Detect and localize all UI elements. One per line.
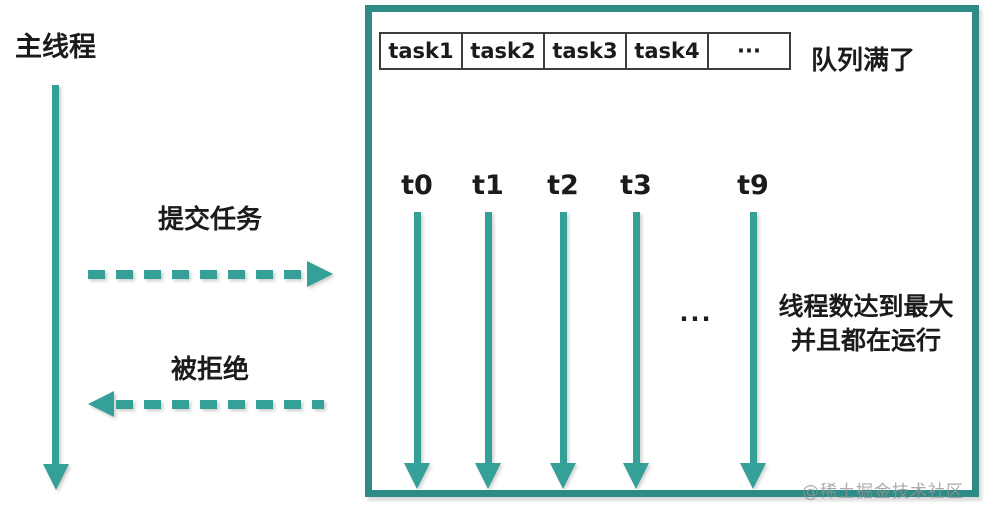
threads-ellipsis: ··· <box>679 305 713 333</box>
thread-label: t9 <box>737 170 769 201</box>
thread-label: t0 <box>401 170 433 201</box>
submit-dashed-arrow-line <box>88 270 308 279</box>
arrow-right-icon <box>307 261 333 287</box>
thread-label: t2 <box>547 170 579 201</box>
thread-pool-box <box>365 5 979 497</box>
arrow-down-icon <box>43 464 69 490</box>
task-queue-cell: task3 <box>543 34 625 68</box>
arrow-left-icon <box>88 391 114 417</box>
arrow-down-icon <box>404 463 430 489</box>
arrow-down-icon <box>740 463 766 489</box>
task-queue-cell-ellipsis: ··· <box>707 34 789 68</box>
max-threads-note-line2: 并且都在运行 <box>790 326 941 355</box>
watermark: @稀土掘金技术社区 <box>802 482 964 502</box>
max-threads-note: 线程数达到最大 并且都在运行 <box>762 290 970 358</box>
max-threads-note-line1: 线程数达到最大 <box>778 292 954 321</box>
reject-dashed-arrow-line <box>116 400 324 409</box>
thread-arrow-line <box>484 212 492 463</box>
task-queue-cell: task1 <box>388 39 454 63</box>
arrow-down-icon <box>550 463 576 489</box>
queue-full-label: 队列满了 <box>810 46 915 76</box>
thread-arrow-line <box>559 212 567 463</box>
task-queue-cell: task4 <box>625 34 707 68</box>
worker-thread-t9: t9 <box>721 170 785 489</box>
worker-thread-t3: t3 <box>604 170 668 489</box>
thread-label: t1 <box>472 170 504 201</box>
main-thread-label: 主线程 <box>15 32 96 63</box>
thread-arrow-line <box>413 212 421 463</box>
submit-task-label: 提交任务 <box>157 205 262 235</box>
thread-arrow-line <box>749 212 757 463</box>
rejected-label: 被拒绝 <box>170 355 249 385</box>
worker-thread-t0: t0 <box>385 170 449 489</box>
task-queue-cell: task2 <box>461 34 543 68</box>
worker-thread-t2: t2 <box>531 170 595 489</box>
thread-label: t3 <box>620 170 652 201</box>
arrow-down-icon <box>475 463 501 489</box>
arrow-down-icon <box>623 463 649 489</box>
worker-thread-t1: t1 <box>456 170 520 489</box>
main-thread-arrow-line <box>52 85 59 466</box>
task-queue: task1 task2 task3 task4 ··· <box>379 32 791 70</box>
thread-arrow-line <box>632 212 640 463</box>
